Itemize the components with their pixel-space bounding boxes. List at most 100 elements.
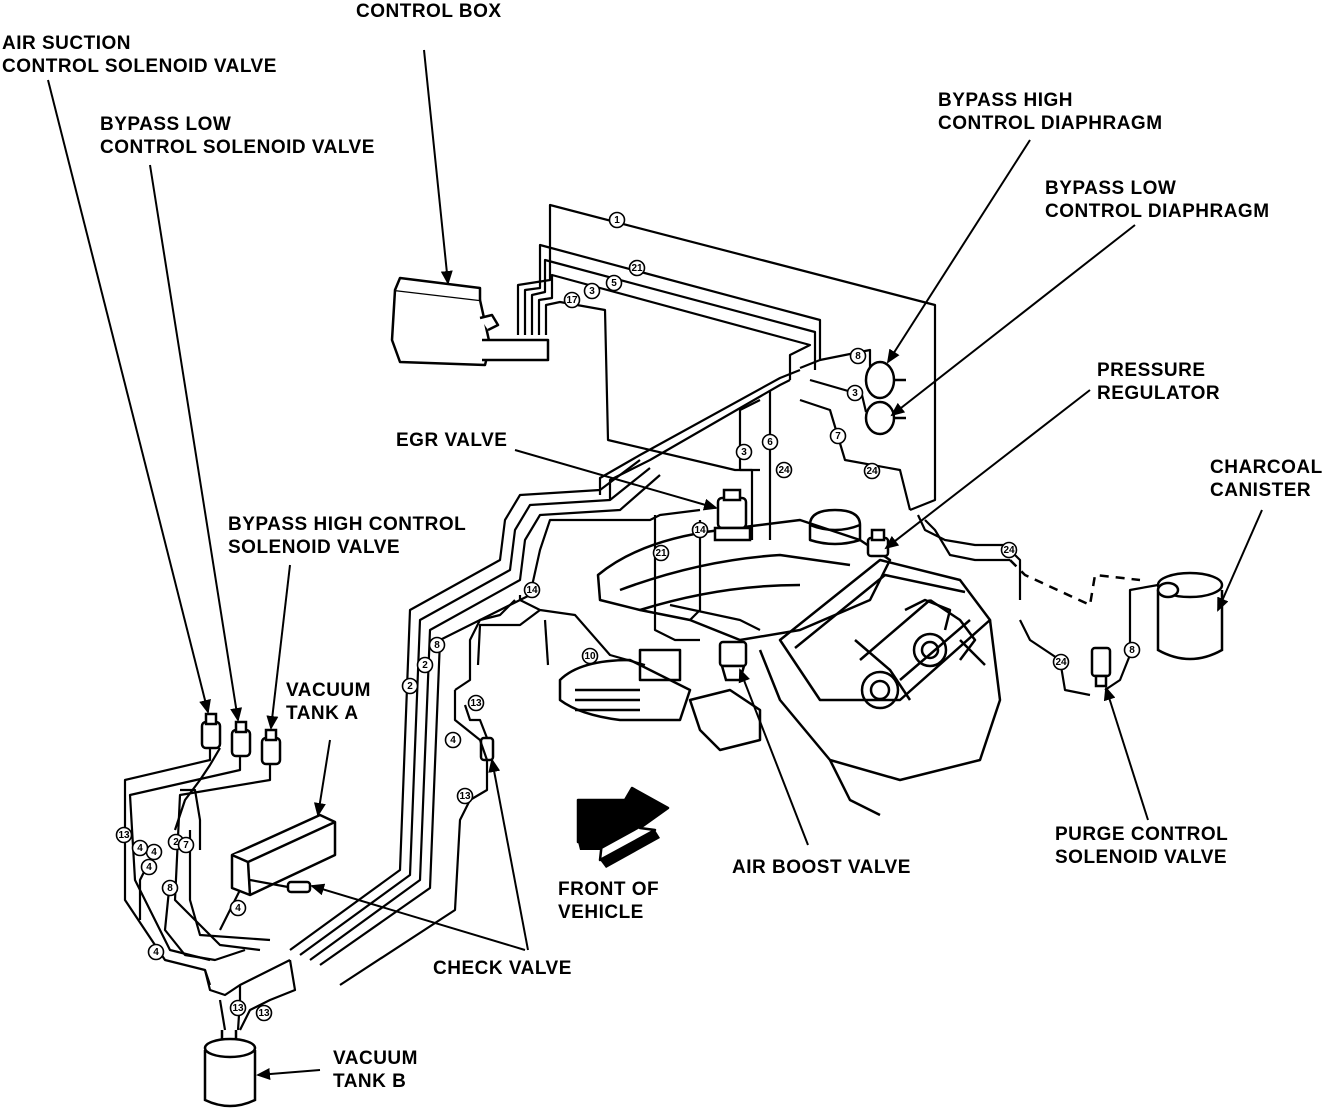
bypass-low-control-solenoid-valve: [230, 720, 252, 758]
hose-number-text: 4: [450, 735, 456, 746]
arrow-bypass-low-dia: [890, 224, 1136, 417]
hose-number-badge: 1: [608, 211, 626, 229]
hose-number-badge: 14: [523, 581, 541, 599]
hose-number-text: 1: [614, 215, 620, 226]
vacuum-tank-a: [230, 813, 337, 897]
vacuum-tank-b: [203, 1030, 257, 1108]
hose-number-text: 4: [153, 947, 159, 958]
hose-number-badge: 8: [428, 636, 446, 654]
air-suction-control-solenoid-valve: [200, 712, 222, 750]
arrow-air-suction: [47, 79, 211, 714]
hose-number-badge: 13: [255, 1004, 273, 1022]
hose-number-badge: 10: [581, 647, 599, 665]
hose-number-text: 2: [407, 681, 413, 692]
arrow-vacuum-tank-b: [256, 1068, 321, 1081]
hose-number-text: 24: [866, 466, 878, 477]
hose-number-badge: 24: [863, 462, 881, 480]
hose-number-badge: 13: [229, 999, 247, 1017]
hose-number-text: 3: [741, 447, 747, 458]
hose-number-badge: 7: [829, 427, 847, 445]
hose-number-badge: 4: [131, 839, 149, 857]
arrow-pressure-reg: [884, 389, 1091, 550]
charcoal-canister: [1156, 571, 1224, 661]
hose-number-badge: 4: [444, 731, 462, 749]
hose-number-text: 14: [526, 585, 538, 596]
bypass-high-control-diaphragm: [864, 360, 906, 400]
hose-number-badge: 17: [563, 291, 581, 309]
hose-number-text: 7: [835, 431, 841, 442]
arrow-check-valve-left: [310, 883, 526, 951]
arrow-purge: [1103, 686, 1149, 821]
hose-number-badge: 7: [177, 836, 195, 854]
hose-number-text: 4: [146, 862, 152, 873]
arrow-air-boost: [738, 668, 809, 846]
hose-number-badge: 8: [161, 879, 179, 897]
hose-number-text: 4: [137, 843, 143, 854]
leader-arrows: [47, 49, 1263, 1081]
hose-number-badge: 4: [147, 943, 165, 961]
hose-number-text: 8: [434, 640, 440, 651]
hose-number-badge: 13: [115, 826, 133, 844]
control-box: [390, 276, 550, 367]
egr-valve: [713, 488, 752, 542]
hose-number-text: 6: [767, 437, 773, 448]
hose-number-badge: 6: [761, 433, 779, 451]
hose-number-badge: 8: [1123, 641, 1141, 659]
hose-number-text: 8: [855, 351, 861, 362]
hose-number-badge: 4: [140, 858, 158, 876]
hose-number-text: 2: [422, 660, 428, 671]
arrow-bypass-high-sol: [266, 564, 291, 730]
arrow-bypass-high-dia: [886, 139, 1031, 364]
hose-number-badge: 13: [456, 787, 474, 805]
arrow-bypass-low-sol: [149, 164, 243, 722]
hose-number-badge: 14: [691, 521, 709, 539]
hose-number-badge: 24: [775, 461, 793, 479]
hose-number-text: 24: [778, 465, 790, 476]
label-air-boost-valve: AIR BOOST VALVE: [732, 857, 911, 878]
hose-number-text: 8: [1129, 645, 1135, 656]
arrow-charcoal: [1217, 509, 1263, 612]
label-control-box: CONTROL BOX: [356, 1, 502, 22]
hose-number-badge: 4: [229, 899, 247, 917]
hose-number-badge: 3: [846, 384, 864, 402]
hose-number-badge: 2: [401, 677, 419, 695]
hose-number-text: 7: [183, 840, 189, 851]
hose-number-text: 3: [852, 388, 858, 399]
hose-number-text: 21: [655, 548, 667, 559]
pressure-regulator: [866, 528, 890, 558]
arrow-check-valve-right: [488, 758, 529, 951]
hose-number-text: 2: [173, 837, 179, 848]
hose-number-text: 4: [151, 847, 157, 858]
hose-number-badge: 5: [605, 274, 623, 292]
hose-number-text: 21: [631, 263, 643, 274]
check-valve-left: [286, 880, 312, 894]
arrow-vacuum-tank-a: [313, 739, 331, 817]
label-egr-valve: EGR VALVE: [396, 430, 508, 451]
hose-number-text: 24: [1003, 545, 1015, 556]
hose-number-text: 8: [167, 883, 173, 894]
hose-number-badge: 8: [849, 347, 867, 365]
arrow-egr: [514, 449, 718, 511]
hose-number-text: 13: [470, 698, 482, 709]
purge-dashed-line: [1009, 559, 1141, 607]
hose-number-text: 4: [235, 903, 241, 914]
label-check-valve: CHECK VALVE: [433, 958, 572, 979]
hose-number-text: 3: [589, 286, 595, 297]
hose-number-badge: 13: [467, 694, 485, 712]
hose-number-badge: 4: [145, 843, 163, 861]
hose-number-text: 24: [1055, 657, 1067, 668]
hose-number-text: 14: [694, 525, 706, 536]
hose-number-badge: 3: [735, 443, 753, 461]
bypass-high-control-solenoid-valve: [260, 728, 282, 766]
